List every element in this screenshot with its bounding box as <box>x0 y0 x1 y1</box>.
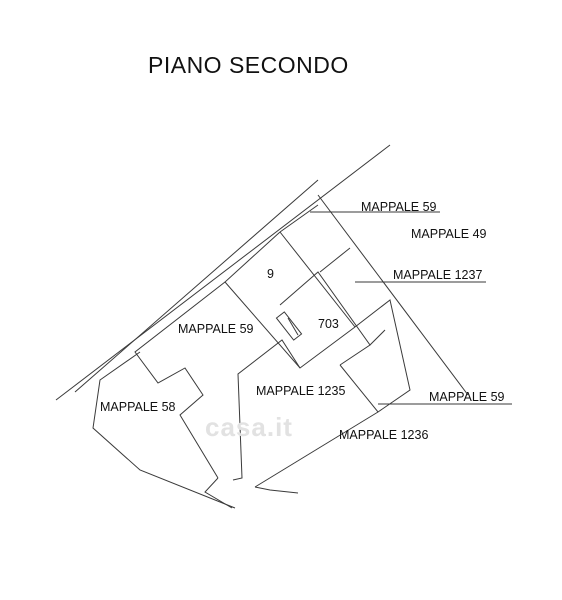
watermark-logo: casa.it <box>205 412 293 442</box>
building-outline <box>224 231 356 369</box>
building-edge <box>279 204 319 233</box>
label-mappale-1235: MAPPALE 1235 <box>256 384 346 398</box>
m58-outline <box>92 351 236 509</box>
label-mappale-59-bottom: MAPPALE 59 <box>429 390 505 404</box>
unit-divider <box>369 329 386 346</box>
label-mappale-1237: MAPPALE 1237 <box>393 268 483 282</box>
stair-line <box>287 317 299 336</box>
unit-right <box>339 299 411 413</box>
bottom-tail <box>254 486 299 494</box>
boundary-line-inner <box>74 179 319 393</box>
m1235-outline <box>232 339 301 481</box>
right-edge-line <box>317 194 469 396</box>
building-inner-1 <box>319 247 351 273</box>
page-title: PIANO SECONDO <box>148 52 349 78</box>
label-parcel-703: 703 <box>318 317 339 331</box>
label-mappale-59-left: MAPPALE 59 <box>178 322 254 336</box>
label-mappale-49: MAPPALE 49 <box>411 227 487 241</box>
label-mappale-1236: MAPPALE 1236 <box>339 428 429 442</box>
bottom-edge <box>204 477 233 509</box>
unit-703 <box>279 271 371 366</box>
label-mappale-59-top: MAPPALE 59 <box>361 200 437 214</box>
m59-left-outline <box>134 281 226 479</box>
stair-rect <box>275 311 303 341</box>
label-parcel-9: 9 <box>267 267 274 281</box>
boundary-line-outer <box>55 144 391 401</box>
building-inner-2 <box>279 231 356 328</box>
label-mappale-58: MAPPALE 58 <box>100 400 176 414</box>
m1235-bottom <box>254 411 379 488</box>
